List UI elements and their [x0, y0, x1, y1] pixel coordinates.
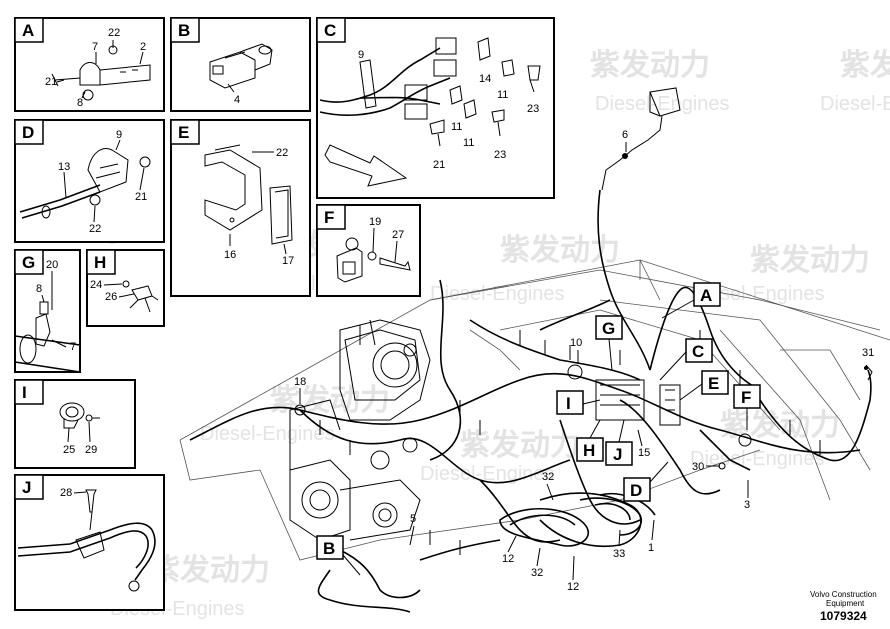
callout-letter: I — [566, 394, 571, 413]
main-callouts: A G C E F I H J D B — [316, 282, 761, 576]
main-part-numbers: 6 31 10 18 15 30 3 32 5 12 32 33 1 12 — [294, 129, 874, 593]
detail-panel-g: G 20 8 7 — [14, 249, 81, 373]
part-number: 22 — [108, 27, 120, 39]
callout-letter: G — [602, 319, 615, 338]
part-number: 21 — [433, 159, 445, 171]
part-number: 26 — [105, 291, 117, 303]
part-number: 3 — [744, 499, 750, 511]
part-number: 22 — [276, 147, 288, 159]
part-number: 29 — [85, 444, 97, 456]
part-number: 22 — [89, 223, 101, 235]
part-number: 31 — [862, 347, 874, 359]
detail-panel-h: H 24 26 — [86, 249, 165, 327]
part-number: 21 — [135, 191, 147, 203]
panel-letter: H — [94, 253, 106, 272]
part-number: 8 — [77, 97, 83, 109]
panel-letter: B — [178, 21, 190, 40]
watermark-brand: 紫发动力 — [460, 429, 580, 462]
part-number: 33 — [613, 548, 625, 560]
part-number: 12 — [567, 581, 579, 593]
callout-letter: H — [583, 441, 595, 460]
watermark-sub: Diesel-Engines — [200, 423, 335, 445]
part-number: 27 — [392, 229, 404, 241]
part-number: 10 — [570, 337, 582, 349]
part-number: 7 — [70, 341, 76, 353]
detail-panel-a: A 22 7 2 21 8 — [14, 17, 165, 112]
detail-panel-i: I 25 29 — [14, 379, 136, 469]
panel-letter: A — [22, 21, 34, 40]
part-number: 9 — [116, 129, 122, 141]
main-assembly — [179, 87, 890, 613]
part-number: 16 — [224, 249, 236, 261]
part-number: 2 — [140, 41, 146, 53]
part-number: 6 — [622, 129, 628, 141]
panel-letter: I — [22, 383, 27, 402]
detail-panel-b: B 4 — [170, 17, 311, 112]
part-number: 9 — [358, 49, 364, 61]
callout-letter: C — [692, 342, 704, 361]
part-number: 30 — [692, 461, 704, 473]
part-number: 32 — [542, 471, 554, 483]
watermark-sub: Diesel-Engines — [430, 283, 565, 305]
part-number: 5 — [410, 513, 416, 525]
callout-letter: A — [700, 286, 712, 305]
part-number: 14 — [479, 73, 491, 85]
part-number: 19 — [369, 216, 381, 228]
watermark-brand: 紫发动力 — [840, 49, 890, 82]
caption-line1: Volvo Construction — [810, 590, 877, 599]
part-number: 18 — [294, 376, 306, 388]
part-number: 11 — [451, 121, 462, 133]
detail-panel-f: F 19 27 — [316, 204, 421, 297]
part-number: 15 — [638, 447, 650, 459]
callout-letter: B — [323, 539, 335, 558]
detail-panel-e: E 22 16 17 — [170, 119, 311, 297]
part-number: 21 — [45, 76, 57, 88]
watermark-brand: 紫发动力 — [750, 244, 870, 277]
panel-letter: E — [178, 123, 189, 142]
detail-panel-j: J 28 — [14, 474, 165, 611]
watermark-sub: Diesel-Engines — [820, 93, 890, 115]
watermark-brand: 紫发动力 — [590, 49, 710, 82]
callout-letter: D — [630, 481, 642, 500]
part-number: 23 — [494, 149, 506, 161]
watermark-sub: Diesel-Engines — [595, 93, 730, 115]
callout-letter: J — [613, 445, 622, 464]
panel-letter: J — [22, 478, 31, 497]
part-number: 11 — [463, 137, 474, 149]
part-number: 25 — [63, 444, 75, 456]
part-number: 13 — [58, 161, 70, 173]
panel-letter: G — [22, 253, 35, 272]
part-number: 7 — [92, 41, 98, 53]
part-number: 32 — [531, 567, 543, 579]
watermark-brand: 紫发动力 — [150, 554, 270, 587]
part-number: 1 — [648, 542, 654, 554]
diagram-caption: Volvo Construction Equipment 1079324 — [810, 590, 877, 623]
part-number: 8 — [36, 283, 42, 295]
caption-line2: Equipment — [826, 599, 865, 608]
part-number: 20 — [46, 259, 58, 271]
watermark-sub: Diesel-Engines — [690, 283, 825, 305]
part-number: 11 — [497, 89, 508, 101]
panel-letter: F — [324, 208, 334, 227]
part-number: 4 — [234, 94, 240, 106]
part-number: 17 — [282, 255, 294, 267]
callout-letter: E — [708, 374, 719, 393]
detail-panel-c: C 9 14 11 23 11 11 23 21 — [316, 17, 555, 199]
part-number: 24 — [90, 279, 102, 291]
panel-letter: D — [22, 123, 34, 142]
panel-letter: C — [324, 21, 336, 40]
part-number: 23 — [527, 103, 539, 115]
part-number: 28 — [60, 487, 72, 499]
callout-letter: F — [741, 388, 751, 407]
part-number: 12 — [502, 553, 514, 565]
diagram-number: 1079324 — [820, 609, 867, 623]
detail-panel-d: D 9 13 21 22 — [14, 119, 165, 243]
